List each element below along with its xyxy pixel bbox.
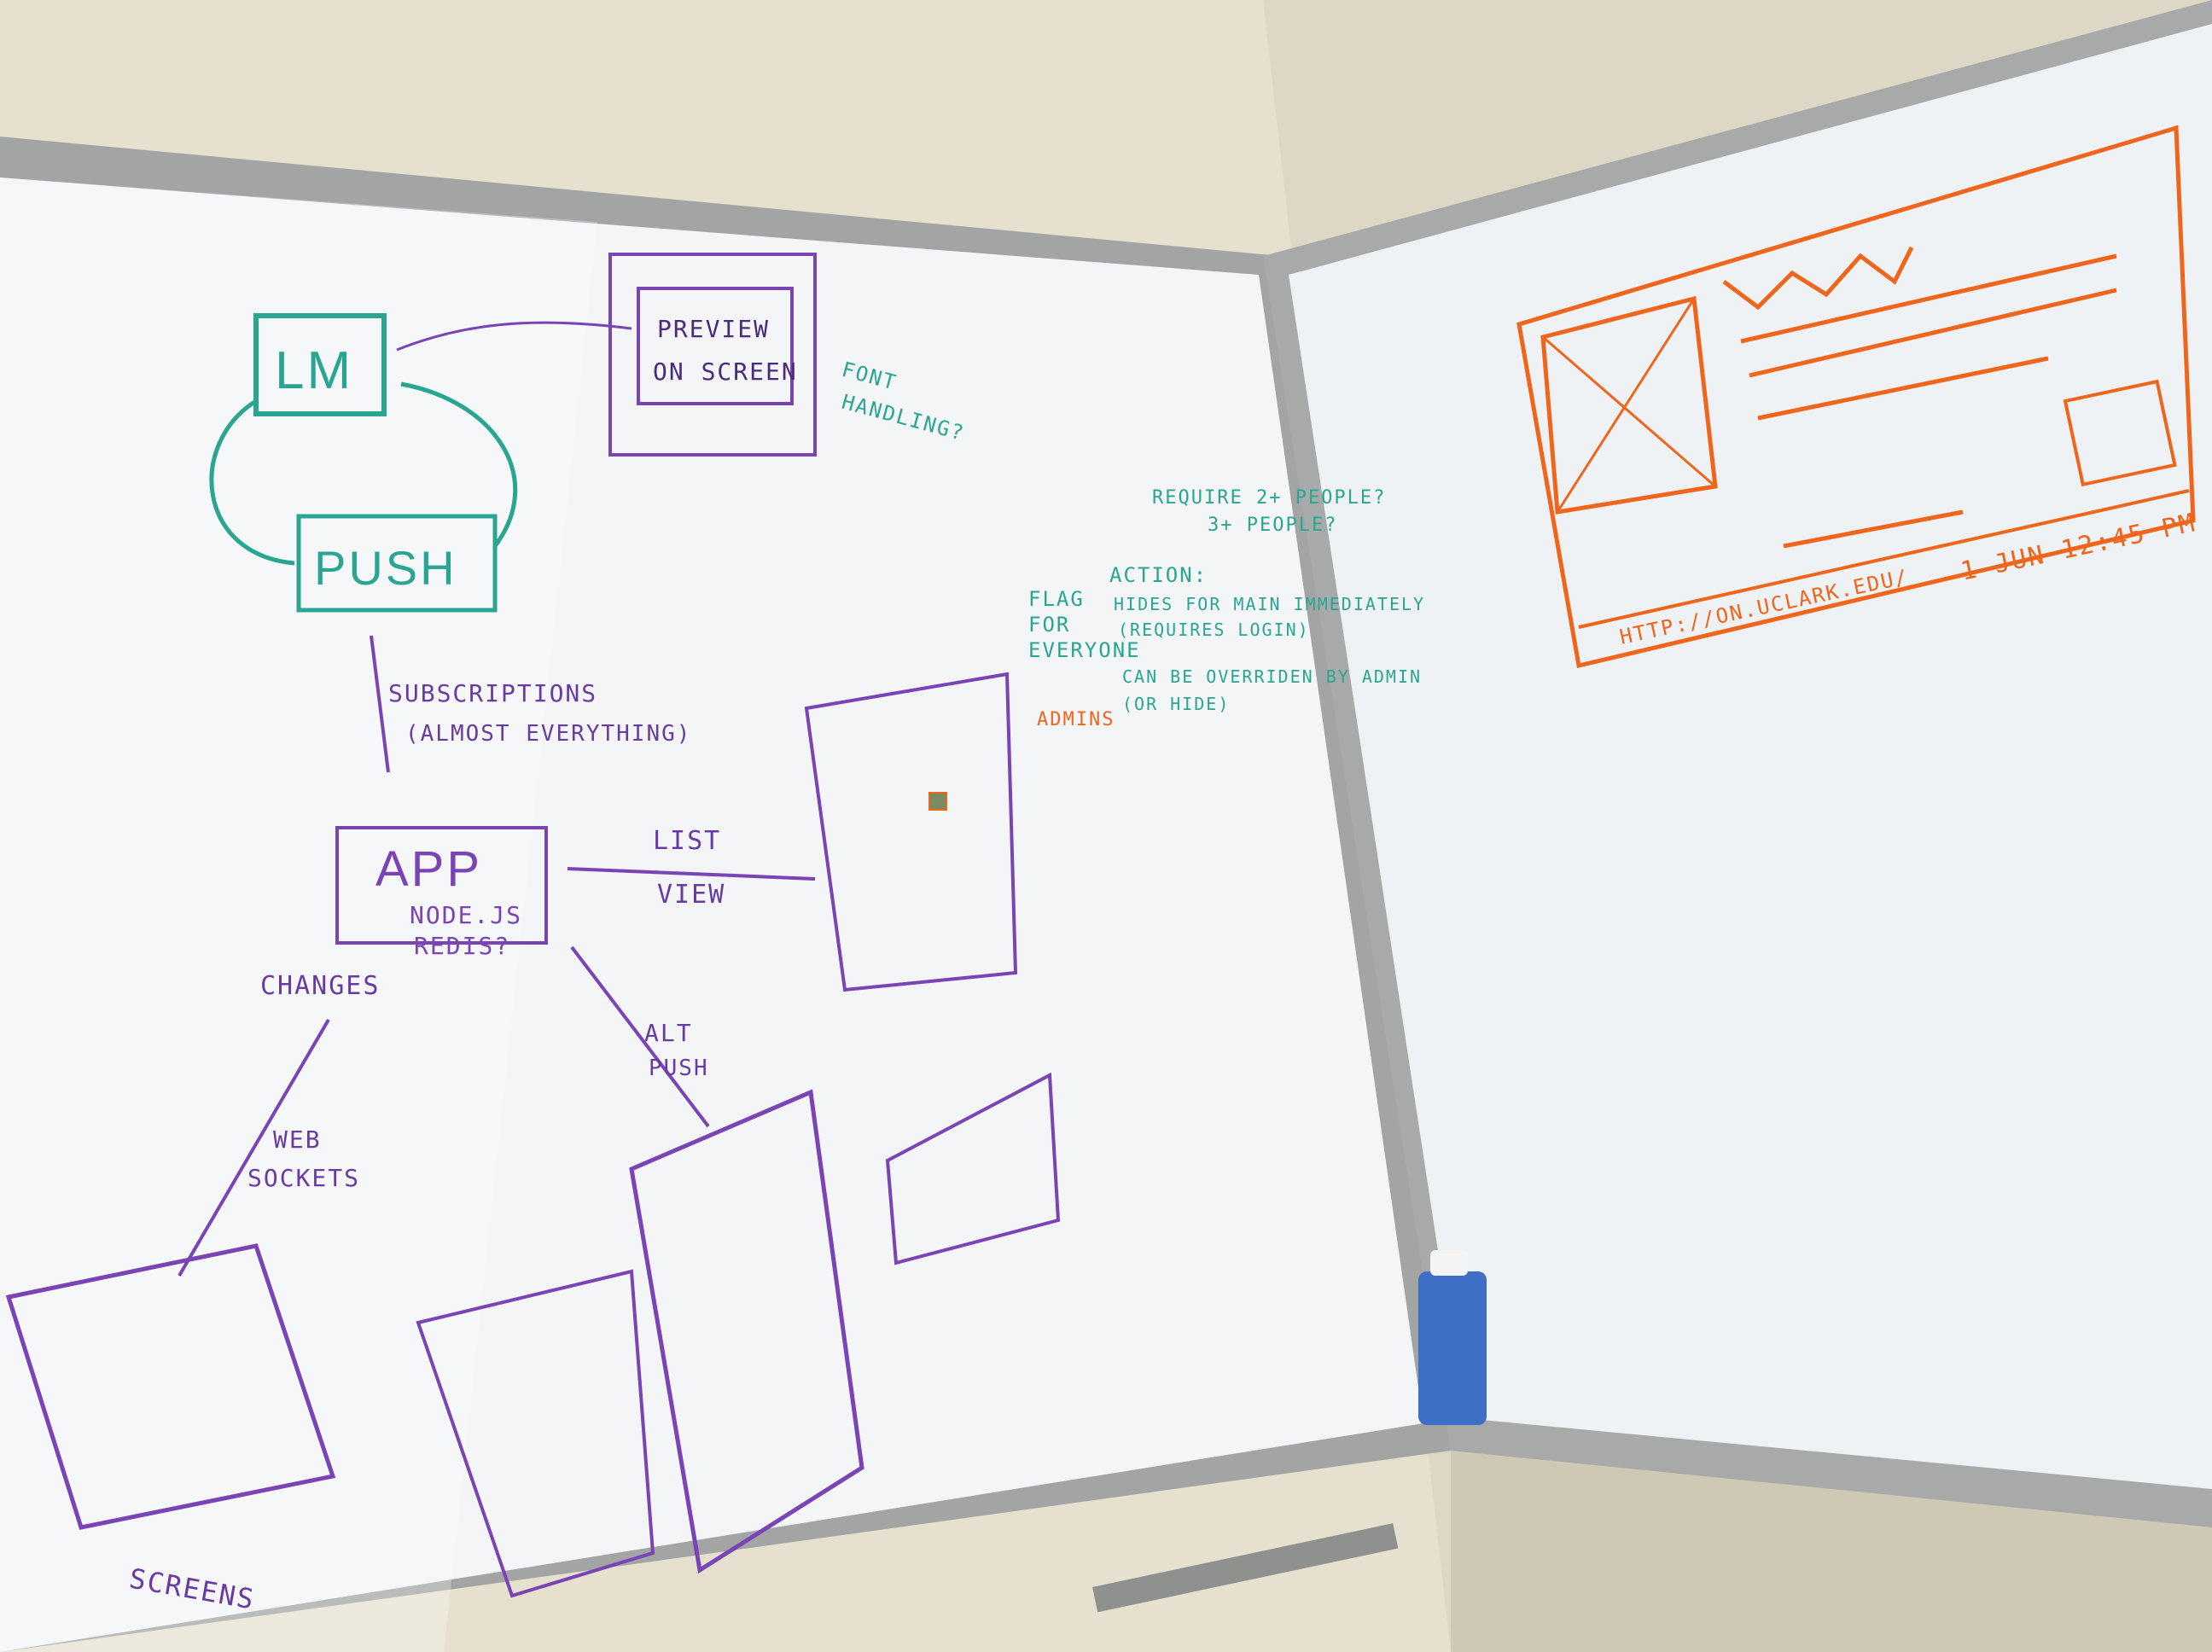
preview-line-2: ON SCREEN [653, 358, 798, 386]
mockup-widget [2063, 379, 2177, 487]
subscriptions-line-2: (ALMOST EVERYTHING) [405, 721, 691, 747]
app-label: APP [375, 841, 482, 897]
right-board-surface [1289, 24, 2212, 1489]
mockup-headline-scribble [1722, 246, 1914, 311]
subscriptions-arrow [370, 635, 390, 773]
app-node: NODE.JS [410, 901, 522, 929]
override-line-2: (OR HIDE) [1122, 694, 1230, 714]
web-sockets-line-1: WEB [273, 1126, 322, 1154]
preview-frame [608, 253, 817, 457]
mockup-text-line-2 [1749, 288, 2117, 378]
lm-box [253, 313, 387, 416]
screens-sketch [5, 1243, 336, 1530]
marker-cleaner-cap [1430, 1250, 1468, 1276]
mockup-text-line-1 [1740, 253, 2117, 344]
alt-push-line-1: ALT [644, 1019, 693, 1047]
flag-badges [930, 794, 946, 809]
wall-bottom-shade [1451, 1451, 2212, 1652]
override-line-1: CAN BE OVERRIDEN BY ADMIN [1122, 666, 1422, 687]
list-view-line-2: VIEW [657, 880, 725, 910]
subscriptions-line-1: SUBSCRIPTIONS [388, 679, 597, 707]
list-view-sketch [804, 672, 1018, 992]
lm-push-loop-right [400, 381, 518, 548]
left-board-glare [0, 177, 597, 1652]
marker-cleaner-bottle [1418, 1271, 1487, 1425]
changes-label: CHANGES [260, 971, 380, 1001]
web-sockets-line-2: SOCKETS [247, 1164, 360, 1192]
preview-line-1: PREVIEW [657, 315, 770, 343]
require-line-2: 3+ PEOPLE? [1208, 515, 1337, 536]
preview-inner [637, 287, 794, 405]
require-line-1: REQUIRE 2+ PEOPLE? [1152, 487, 1386, 509]
mockup-image-cross-2 [1556, 298, 1696, 513]
flag-line-2: FOR [1028, 613, 1070, 637]
push-label: PUSH [314, 541, 457, 595]
desktop-sketch [416, 1269, 655, 1598]
marker-tray [1091, 1523, 1399, 1613]
action-line-2: HIDES FOR MAIN IMMEDIATELY [1114, 594, 1425, 614]
push-box [296, 514, 498, 613]
preview-to-lm-arrow [396, 321, 632, 352]
mockup-bottom-line [1783, 509, 1964, 549]
alt-push-arrow [570, 945, 710, 1128]
laptop-sketch [885, 1072, 1061, 1265]
lm-label: LM [275, 341, 353, 400]
alt-push-line-2: PUSH [649, 1056, 709, 1081]
app-redis: REDIS? [414, 932, 510, 960]
flag-line-3: EVERYONE [1028, 638, 1141, 662]
screen-mockup [1516, 125, 2196, 669]
admins-label: ADMINS [1037, 709, 1115, 730]
mockup-footer-divider [1578, 489, 2190, 629]
list-view-line-1: LIST [653, 826, 721, 856]
mockup-text-line-3 [1757, 356, 2049, 421]
web-sockets-arrow [178, 1018, 330, 1277]
action-line-3: (REQUIRES LOGIN) [1118, 620, 1310, 640]
lm-push-loop-left [209, 398, 295, 566]
action-line-1: ACTION: [1109, 563, 1208, 587]
left-board-surface [0, 177, 1423, 1652]
app-box [335, 826, 548, 945]
flag-line-1: FLAG [1028, 587, 1085, 611]
tablet-sketch [629, 1089, 864, 1574]
mockup-image-cross-1 [1542, 335, 1716, 488]
list-view-arrow [567, 867, 816, 881]
